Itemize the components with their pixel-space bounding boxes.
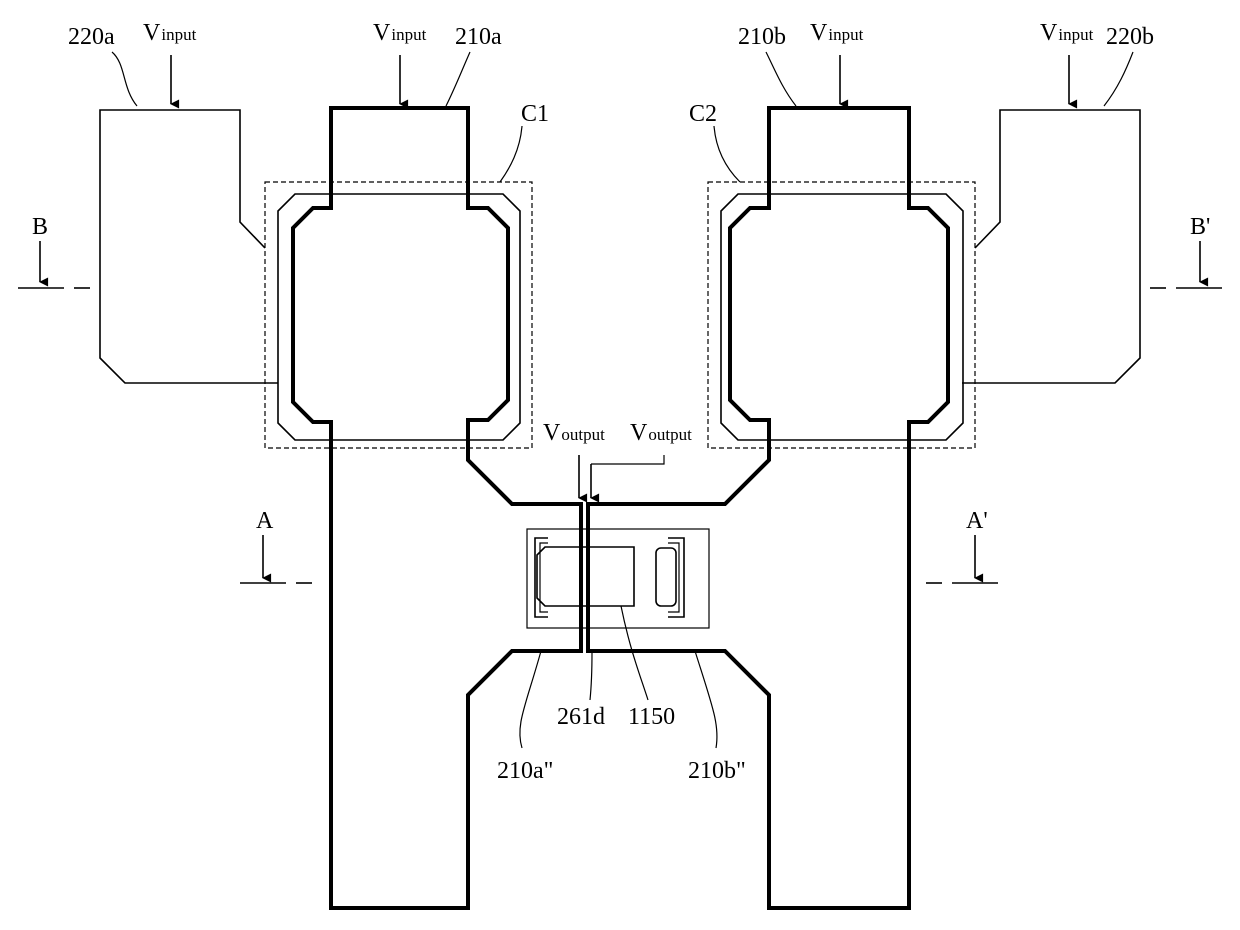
leader-210a <box>446 52 470 106</box>
label-a-prime: A' <box>966 508 988 534</box>
leader-c1 <box>500 126 522 182</box>
label-c1: C1 <box>521 101 549 127</box>
label-210a: 210a <box>455 24 502 50</box>
sensor-element-1150 <box>537 547 634 606</box>
electrode-220a-outline <box>100 110 278 383</box>
label-220b: 220b <box>1106 24 1154 50</box>
region-c1-dashed <box>265 182 532 448</box>
v-output-arrow-right-stem <box>591 455 664 464</box>
leader-c2 <box>714 126 740 182</box>
conductor-210a <box>293 108 581 908</box>
conductor-210b <box>588 108 948 908</box>
label-v-output-left: Voutput <box>543 420 605 446</box>
label-v-input-1: Vinput <box>143 20 197 46</box>
inner-frame-right <box>721 194 963 440</box>
label-v-input-3: Vinput <box>810 20 864 46</box>
label-220a: 220a <box>68 24 115 50</box>
leader-220b <box>1104 52 1133 106</box>
label-c2: C2 <box>689 101 717 127</box>
label-b: B <box>32 214 48 240</box>
leader-220a <box>112 52 137 106</box>
sensor-outer-box <box>527 529 709 628</box>
label-v-input-4: Vinput <box>1040 20 1094 46</box>
leader-210b-dprime <box>695 651 717 748</box>
leader-210b <box>766 52 796 106</box>
label-261d: 261d <box>557 704 605 730</box>
leader-261d <box>590 652 592 700</box>
label-v-output-right: Voutput <box>630 420 692 446</box>
sensor-bracket <box>535 538 684 617</box>
sensor-side-pad <box>656 548 676 606</box>
inner-frame-left <box>278 194 520 440</box>
electrode-220b-outline <box>962 110 1140 383</box>
leader-210a-dprime <box>520 651 541 748</box>
region-c2-dashed <box>708 182 975 448</box>
label-210a-dprime: 210a" <box>497 758 553 784</box>
label-210b-dprime: 210b" <box>688 758 746 784</box>
sensor-bracket-inner <box>540 543 679 612</box>
label-1150: 1150 <box>628 704 675 730</box>
label-b-prime: B' <box>1190 214 1210 240</box>
label-210b: 210b <box>738 24 786 50</box>
label-v-input-2: Vinput <box>373 20 427 46</box>
label-a: A <box>256 508 274 534</box>
